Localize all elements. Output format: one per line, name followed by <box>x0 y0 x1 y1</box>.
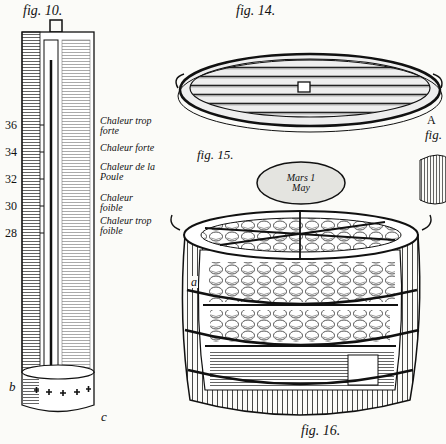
scale-label: Chaleur trop foible <box>99 216 159 235</box>
scale-number: 36 <box>4 119 18 131</box>
scale-number: 34 <box>4 146 18 158</box>
scale-number: 28 <box>4 227 18 239</box>
disk-text: Mars 1 May <box>277 173 325 193</box>
part-letter: A <box>426 114 437 126</box>
partial-vessel <box>420 155 446 204</box>
figure-number: fig. 14. <box>235 4 276 18</box>
figure-number: fig. 10. <box>22 4 63 18</box>
part-letter: a <box>190 276 198 288</box>
scale-label: Chaleur foible <box>99 193 159 212</box>
scale-label: Chaleur forte <box>99 143 159 153</box>
scale-number: 32 <box>4 173 18 185</box>
scale-number: 30 <box>4 200 18 212</box>
scale-label: Chaleur trop forte <box>99 116 159 135</box>
figure-number: fig. 16. <box>300 424 341 438</box>
scale-label: Chaleur de la Poule <box>99 162 159 181</box>
incubator-barrel <box>171 211 431 415</box>
part-letter: c <box>100 410 108 423</box>
figure-number: fig. <box>424 128 443 141</box>
figure-number: fig. 15. <box>196 148 234 161</box>
date-disk: Mars 1 May <box>255 160 347 206</box>
part-letter: b <box>8 380 17 393</box>
grate-platter <box>176 54 442 132</box>
thermometer <box>22 20 94 412</box>
